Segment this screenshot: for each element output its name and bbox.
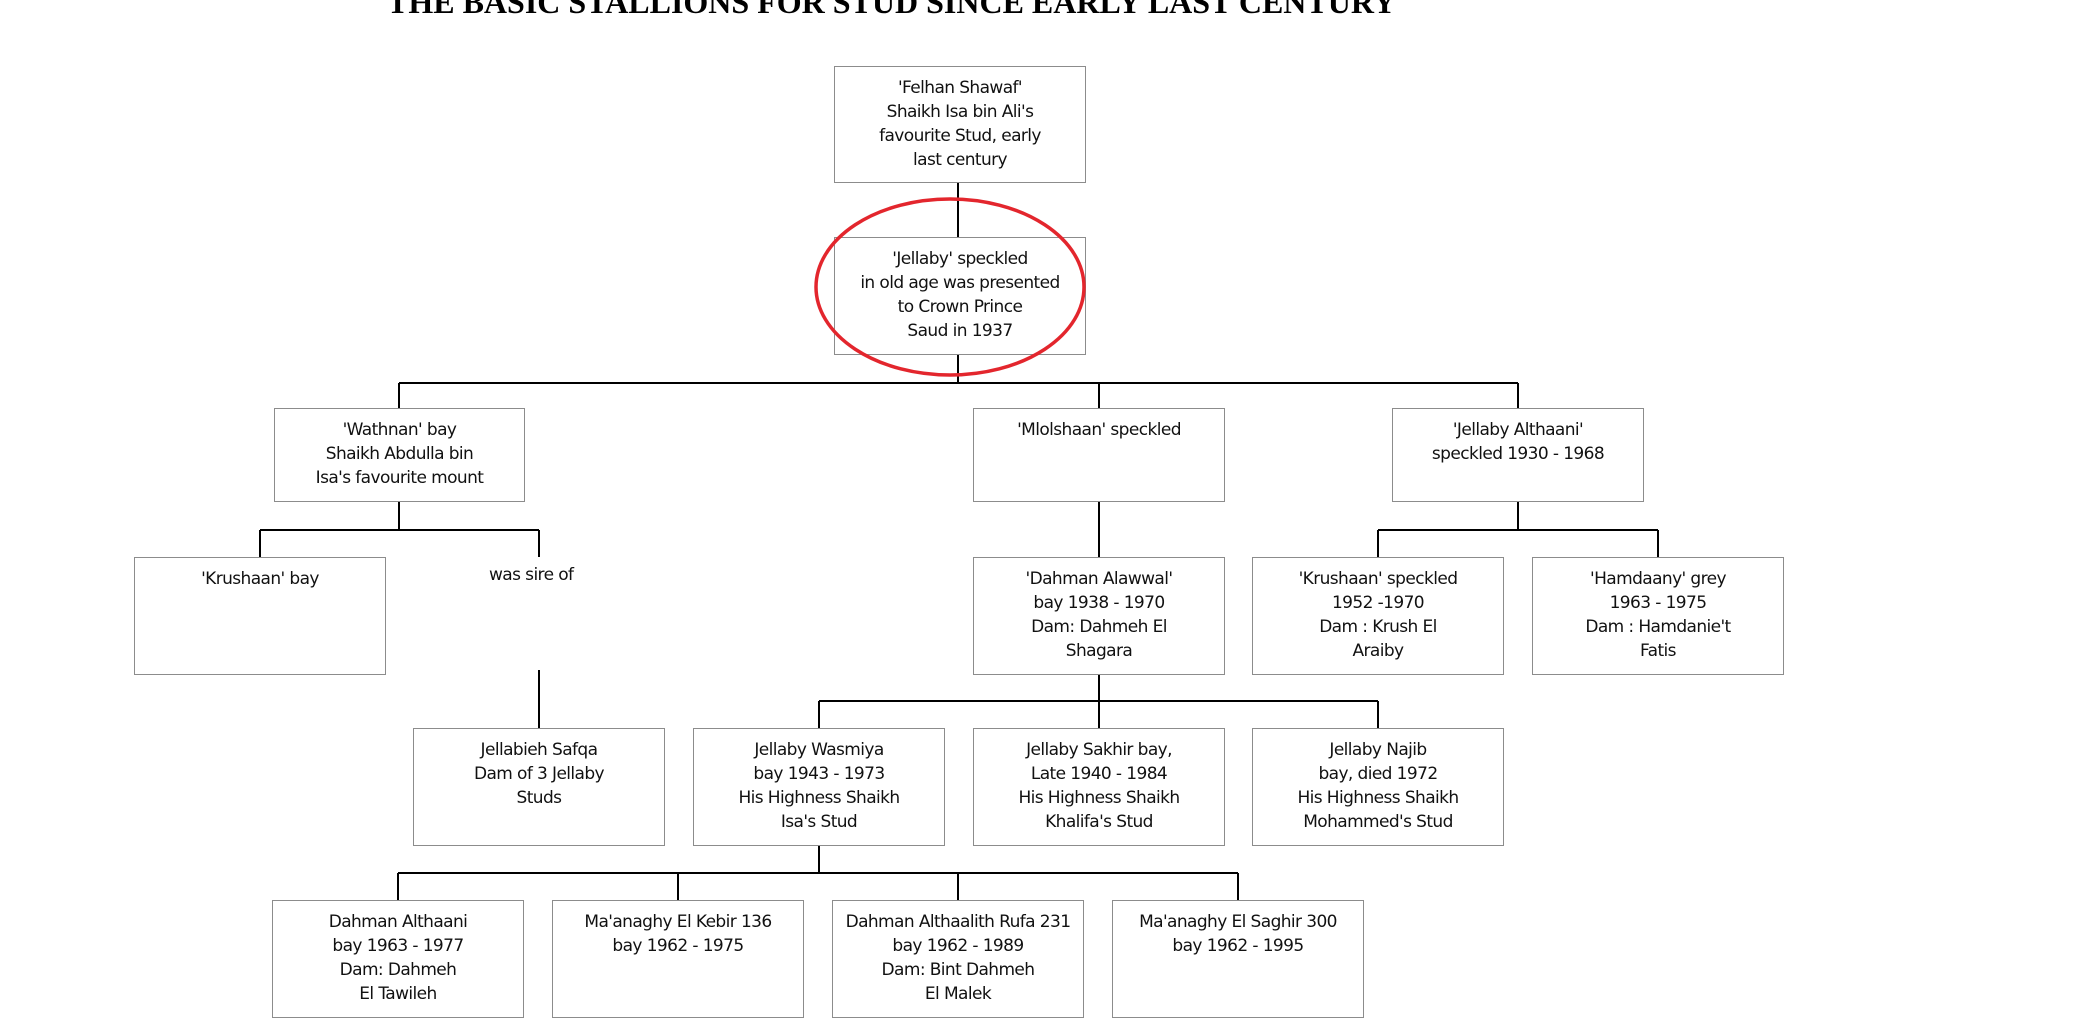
node-jellaby-althaani: 'Jellaby Althaani' speckled 1930 - 1968 bbox=[1392, 408, 1644, 502]
was-sire-of-label: was sire of bbox=[489, 565, 574, 585]
node-hamdaany: 'Hamdaany' grey 1963 - 1975 Dam : Hamdan… bbox=[1532, 557, 1784, 675]
node-jellaby-sakhir: Jellaby Sakhir bay, Late 1940 - 1984 His… bbox=[973, 728, 1225, 846]
node-jellabieh-safqa: Jellabieh Safqa Dam of 3 Jellaby Studs bbox=[413, 728, 665, 846]
node-mlolshaan: 'Mlolshaan' speckled bbox=[973, 408, 1225, 502]
node-jellaby-wasmiya: Jellaby Wasmiya bay 1943 - 1973 His High… bbox=[693, 728, 945, 846]
node-felhan-shawaf: 'Felhan Shawaf' Shaikh Isa bin Ali's fav… bbox=[834, 66, 1086, 183]
node-maanaghy-el-kebir: Ma'anaghy El Kebir 136 bay 1962 - 1975 bbox=[552, 900, 804, 1018]
node-dahman-alawwal: 'Dahman Alawwal' bay 1938 - 1970 Dam: Da… bbox=[973, 557, 1225, 675]
node-dahman-althaani: Dahman Althaani bay 1963 - 1977 Dam: Dah… bbox=[272, 900, 524, 1018]
node-krushaan-bay: 'Krushaan' bay bbox=[134, 557, 386, 675]
node-jellaby: 'Jellaby' speckled in old age was presen… bbox=[834, 237, 1086, 355]
node-maanaghy-el-saghir: Ma'anaghy El Saghir 300 bay 1962 - 1995 bbox=[1112, 900, 1364, 1018]
node-dahman-althaalith: Dahman Althaalith Rufa 231 bay 1962 - 19… bbox=[832, 900, 1084, 1018]
node-jellaby-najib: Jellaby Najib bay, died 1972 His Highnes… bbox=[1252, 728, 1504, 846]
node-krushaan-speckled: 'Krushaan' speckled 1952 -1970 Dam : Kru… bbox=[1252, 557, 1504, 675]
node-wathnan: 'Wathnan' bay Shaikh Abdulla bin Isa's f… bbox=[274, 408, 525, 502]
diagram-title: THE BASIC STALLIONS FOR STUD SINCE EARLY… bbox=[387, 0, 1396, 20]
